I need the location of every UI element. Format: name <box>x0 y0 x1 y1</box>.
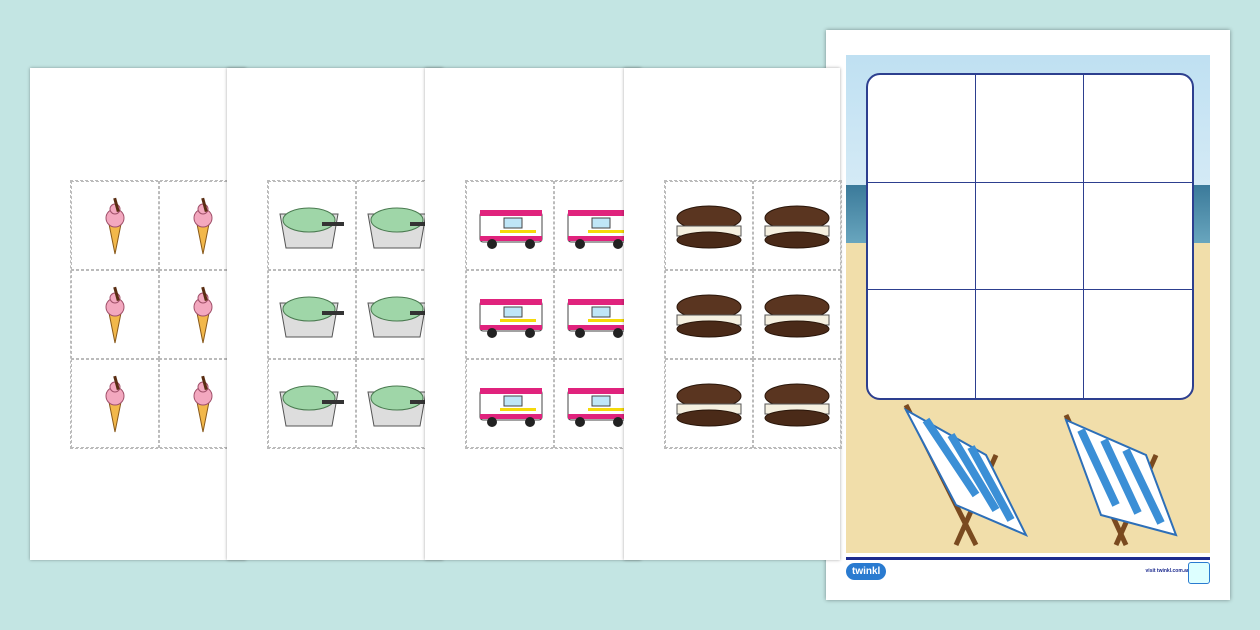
card <box>665 181 753 270</box>
ice-cream-van-icon <box>479 209 543 249</box>
ice-cream-tub-icon <box>279 207 344 248</box>
ice-cream-van-icon <box>479 298 543 338</box>
card <box>356 181 444 270</box>
ice-cream-cone-icon <box>105 286 125 343</box>
grid-square <box>976 75 1084 183</box>
ice-cream-sandwich-icon <box>764 383 830 426</box>
card <box>753 270 841 359</box>
card <box>71 181 159 270</box>
card <box>268 270 356 359</box>
card <box>665 270 753 359</box>
twinkl-logo: twinkl <box>846 563 887 580</box>
grid-square <box>868 75 976 183</box>
grid-square <box>976 290 1084 398</box>
card <box>356 359 444 448</box>
grid-square <box>868 182 976 291</box>
ice-cream-cone-icon <box>105 197 125 254</box>
card <box>268 359 356 448</box>
card-grid <box>267 180 445 449</box>
ice-cream-cone-icon <box>193 286 213 343</box>
ice-cream-van-icon <box>567 387 631 427</box>
ice-cream-sandwich-cards-page <box>624 68 842 560</box>
ice-cream-van-icon <box>567 298 631 338</box>
card <box>71 270 159 359</box>
card <box>753 359 841 448</box>
ice-cream-cone-cards-page <box>30 68 248 560</box>
mint-ice-cream-tub-cards-page <box>227 68 445 560</box>
card <box>665 359 753 448</box>
ice-cream-cone-icon <box>105 375 125 432</box>
card-grid <box>70 180 248 449</box>
card <box>71 359 159 448</box>
ice-cream-tub-icon <box>279 385 344 426</box>
card <box>554 359 642 448</box>
grid-square <box>868 290 976 398</box>
ice-cream-sandwich-icon <box>764 205 830 248</box>
ice-cream-sandwich-icon <box>764 294 830 337</box>
card <box>466 181 554 270</box>
ice-cream-cone-icon <box>193 375 213 432</box>
ice-cream-sandwich-icon <box>676 205 742 248</box>
grid-square <box>1084 75 1192 183</box>
card <box>159 181 247 270</box>
card-grid <box>664 180 842 449</box>
ice-cream-cone-icon <box>193 197 213 254</box>
card <box>554 270 642 359</box>
deck-chairs-illustration <box>903 403 1178 547</box>
card-grid <box>465 180 643 449</box>
ice-cream-van-icon <box>479 387 543 427</box>
footer-rule <box>846 557 1210 560</box>
ice-cream-sandwich-icon <box>676 294 742 337</box>
tic-tac-toe-grid <box>866 73 1194 400</box>
quality-badge-icon <box>1188 562 1210 584</box>
grid-square <box>1084 183 1192 291</box>
ice-cream-tub-icon <box>367 296 432 337</box>
ice-cream-van-cards-page <box>425 68 643 560</box>
ice-cream-sandwich-icon <box>676 383 742 426</box>
grid-square <box>1084 290 1192 398</box>
card <box>554 181 642 270</box>
card <box>268 181 356 270</box>
card <box>753 181 841 270</box>
card <box>466 270 554 359</box>
grid-square <box>976 182 1084 291</box>
ice-cream-van-icon <box>567 209 631 249</box>
ice-cream-tub-icon <box>279 296 344 337</box>
footer-url: visit twinkl.com.au <box>1145 568 1190 574</box>
ice-cream-tub-icon <box>367 207 432 248</box>
tic-tac-toe-board-page: twinkl visit twinkl.com.au <box>826 30 1230 600</box>
ice-cream-tub-icon <box>367 385 432 426</box>
card <box>466 359 554 448</box>
